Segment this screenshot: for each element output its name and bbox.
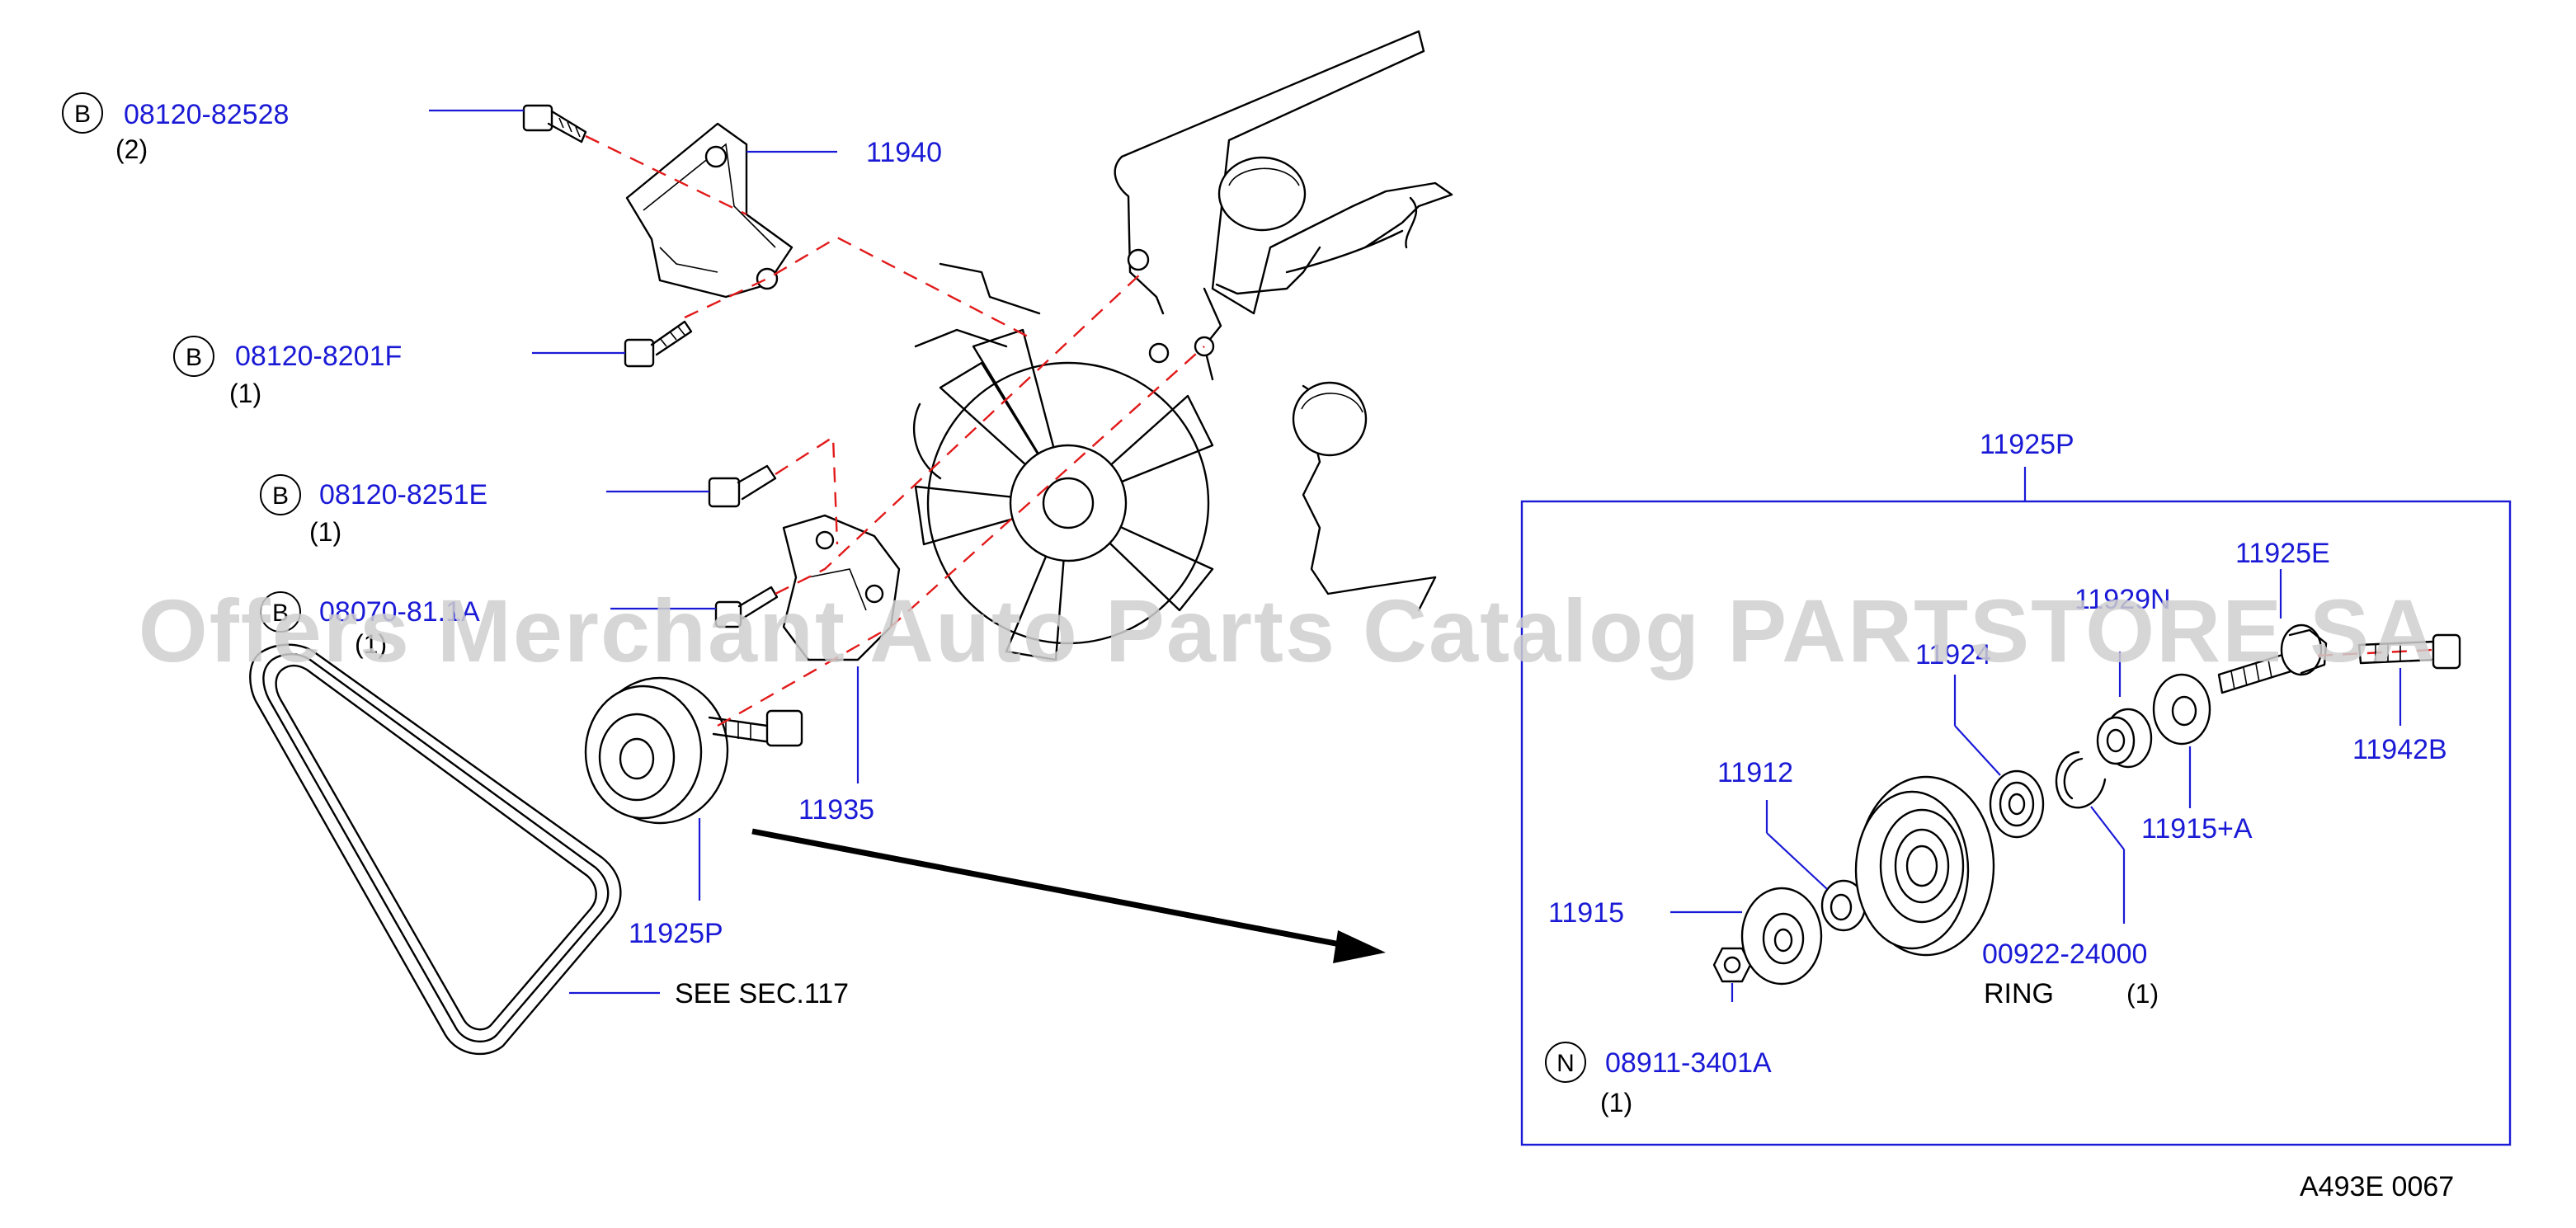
- bolt-icon-lower: [708, 464, 777, 508]
- bolt-icon-bottom: [714, 586, 779, 628]
- part-number-link[interactable]: 11925P: [1980, 429, 2074, 460]
- quantity-label: (1): [309, 517, 341, 547]
- detail-longbolt-illustration: [2317, 633, 2461, 670]
- callout-badge: B: [186, 344, 202, 371]
- callout-bolt-mid: B 08120-8201F (1): [173, 336, 402, 408]
- assembly-centerlines: [585, 134, 1205, 727]
- detail-nut-illustration: [1712, 947, 1752, 983]
- callout-bracket-upper: 11940: [866, 137, 942, 168]
- callout-badge: B: [272, 600, 289, 627]
- detail-spacer-illustration: [2096, 708, 2153, 769]
- callout-bolt-top: B 08120-82528 (2): [62, 92, 289, 164]
- part-number-link[interactable]: 08120-8201F: [235, 341, 402, 372]
- detail-pulley-illustration: [1854, 775, 1995, 957]
- quantity-label: (1): [229, 379, 261, 408]
- callout-detail-nut: N 08911-3401A (1): [1545, 1042, 1772, 1117]
- callout-bracket-lower: 11935: [798, 794, 874, 826]
- part-number-link[interactable]: 11935: [798, 794, 874, 826]
- part-number-link[interactable]: 11940: [866, 137, 942, 168]
- detail-box: [1520, 500, 2512, 1146]
- diagram-code: A493E 0067: [2300, 1171, 2454, 1202]
- part-number-link[interactable]: 11915: [1548, 897, 1624, 929]
- upper-bracket-illustration: [625, 122, 794, 299]
- part-number-link[interactable]: 11925E: [2235, 538, 2330, 569]
- callout-detail-plate-b: 11915+A: [2141, 813, 2253, 845]
- detail-bearing-illustration: [1989, 769, 2045, 839]
- part-number-link[interactable]: 08120-8251E: [319, 479, 487, 510]
- quantity-label: (1): [355, 629, 387, 659]
- bolt-icon-top: [522, 104, 587, 144]
- part-number-link[interactable]: 00922-24000: [1982, 939, 2147, 970]
- part-number-link[interactable]: 11942B: [2352, 734, 2447, 765]
- callout-detail-bearing: 11924: [1915, 639, 1991, 670]
- cooling-fan-illustration: [913, 248, 1215, 661]
- callout-bolt-bottom: B 08070-81.1A (1): [260, 591, 480, 659]
- detail-arrow: [751, 828, 1386, 963]
- engine-block-illustration: [1114, 30, 1453, 612]
- part-number-link[interactable]: 11915+A: [2141, 813, 2253, 845]
- quantity-label: (2): [115, 134, 148, 164]
- callout-badge: B: [272, 482, 289, 510]
- drive-belt-illustration: [249, 643, 622, 1056]
- part-number-link[interactable]: 08070-81.1A: [319, 596, 480, 628]
- callout-belt: SEE SEC.117: [675, 978, 849, 1009]
- watermark-text: Offers Merchant Auto Parts Catalog PARTS…: [139, 581, 2437, 680]
- detail-ring-illustration: [2055, 750, 2107, 809]
- part-number-link[interactable]: 11912: [1717, 757, 1793, 788]
- callout-detail-longbolt: 11942B: [2352, 734, 2447, 765]
- part-number-link[interactable]: 11925P: [629, 918, 723, 949]
- detail-plate-illustration: [1740, 887, 1823, 986]
- quantity-label: (1): [2126, 979, 2159, 1009]
- bolt-icon-mid: [624, 320, 693, 368]
- quantity-label: (1): [1600, 1088, 1632, 1117]
- part-name-label: RING: [1984, 978, 2054, 1009]
- part-number-link[interactable]: 08911-3401A: [1605, 1047, 1772, 1079]
- lower-bracket-illustration: [782, 514, 901, 661]
- callout-detail-washer: 11912: [1717, 757, 1793, 788]
- callout-bolt-lower: B 08120-8251E (1): [260, 474, 487, 547]
- callout-pulley-main: 11925P: [629, 918, 723, 949]
- part-number-link[interactable]: 08120-82528: [124, 99, 289, 130]
- callout-detail-bolt: 11925E: [2235, 538, 2330, 569]
- detail-bolt-illustration: [2217, 623, 2328, 694]
- callout-detail-title: 11925P: [1980, 429, 2074, 460]
- part-number-link[interactable]: 11929N: [2074, 584, 2171, 615]
- idler-pulley-illustration: [584, 676, 803, 825]
- part-number-link[interactable]: 11924: [1915, 639, 1991, 670]
- detail-plate-b-illustration: [2152, 673, 2211, 746]
- callout-badge: B: [74, 101, 91, 128]
- callout-detail-spacer: 11929N: [2074, 584, 2171, 615]
- callout-detail-plate: 11915: [1548, 897, 1624, 929]
- leader-lines: [429, 109, 2402, 1002]
- section-reference: SEE SEC.117: [675, 978, 849, 1009]
- callout-detail-ring: 00922-24000 RING (1): [1982, 939, 2159, 1009]
- callout-badge: N: [1556, 1050, 1575, 1077]
